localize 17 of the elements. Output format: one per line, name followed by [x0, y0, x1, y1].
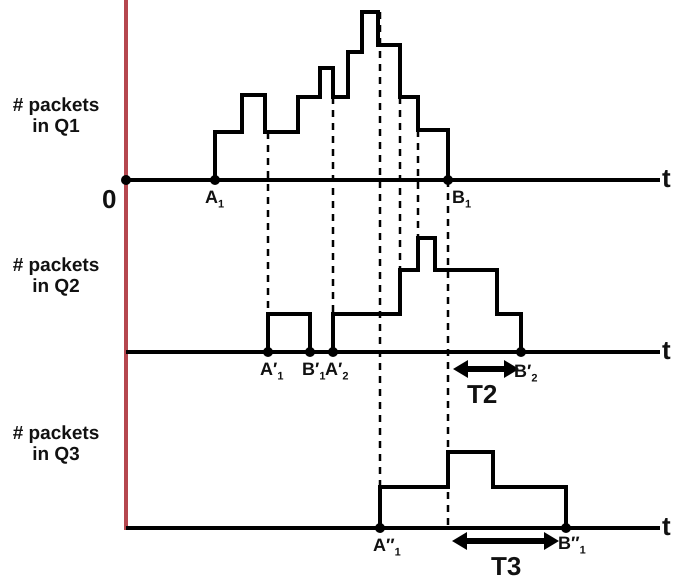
- point-label: B′$_{2}$: [514, 362, 538, 385]
- point-label: B″$_{1}$: [558, 534, 586, 557]
- point-label: A′$_{2}$: [325, 360, 348, 383]
- point-label: A″$_{1}$: [373, 536, 401, 559]
- axis-label: # packets in Q1: [12, 96, 100, 138]
- axis-label: t: [662, 512, 671, 541]
- interval-label: T2: [467, 380, 498, 409]
- axis-label: t: [662, 336, 671, 365]
- origin-label: 0: [102, 185, 116, 214]
- axis-label: t: [662, 164, 671, 193]
- axis-label: # packets in Q2: [12, 256, 100, 298]
- point-label: A′$_{1}$: [260, 360, 284, 383]
- point-label: A$_{1}$: [205, 188, 224, 211]
- point-label: B′$_{1}$: [302, 360, 326, 383]
- interval-label: T3: [491, 552, 522, 579]
- axis-label: # packets in Q3: [12, 424, 100, 466]
- point-label: B$_{1}$: [452, 188, 472, 211]
